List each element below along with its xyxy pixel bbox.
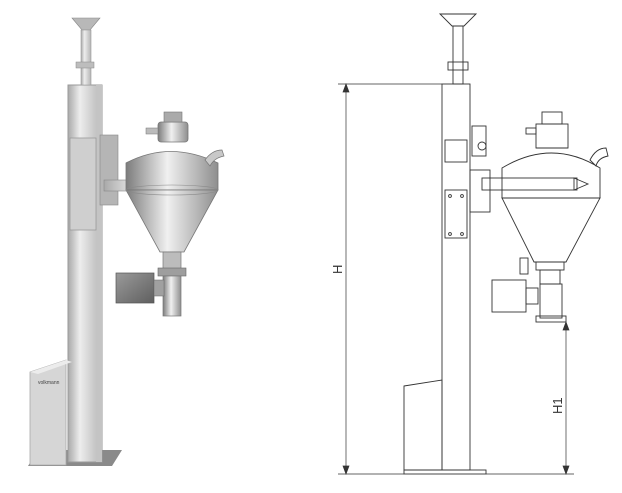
- hopper-body: [125, 151, 219, 191]
- drawing-hopper-cone: [501, 197, 601, 263]
- inlet-elbow: [204, 149, 225, 167]
- dimension-h: [338, 83, 442, 475]
- vent-funnel: [71, 17, 101, 31]
- filter-head: [157, 121, 189, 143]
- dimension-h1-label: H1: [550, 397, 565, 414]
- drawing-hopper-body: [501, 152, 601, 199]
- drawing-column: [441, 83, 471, 471]
- rendered-equipment: volkmann: [28, 17, 225, 466]
- hopper-cone: [125, 189, 219, 253]
- drawing-vent-funnel: [438, 13, 478, 27]
- dimension-h-label: H: [330, 265, 345, 274]
- drawing-arm: [481, 177, 578, 191]
- drawing-cabinet: [403, 379, 443, 471]
- drawing-motor-box: [491, 279, 527, 313]
- discharge-valve: [162, 251, 182, 271]
- motor-box: [115, 272, 155, 304]
- cabinet-brand-label: volkmann: [38, 380, 60, 386]
- carriage-rail: [69, 137, 97, 231]
- dimension-h1: [486, 321, 574, 475]
- line-drawing: [403, 13, 609, 475]
- drawing-base: [403, 469, 487, 475]
- control-cabinet: [29, 359, 67, 466]
- vent-pipe: [80, 29, 92, 86]
